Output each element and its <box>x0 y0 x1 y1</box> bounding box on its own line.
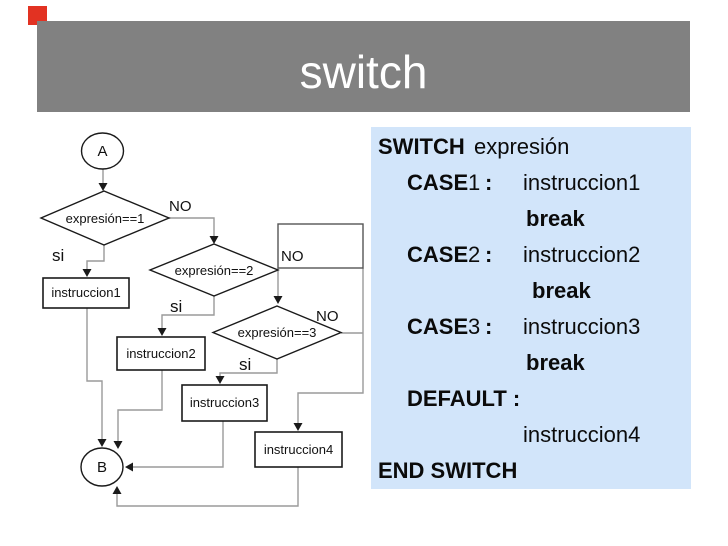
arrowhead <box>113 441 123 449</box>
decision3-diamond <box>211 305 343 360</box>
code-text: : <box>485 170 493 195</box>
arrowhead <box>112 486 122 494</box>
decision2-no-label: NO <box>281 248 304 265</box>
code-line: break <box>371 201 691 237</box>
code-text: CASE <box>407 242 469 267</box>
arrowhead <box>209 236 219 244</box>
code-text: SWITCH <box>378 134 465 159</box>
connector-decision1-no <box>169 217 215 239</box>
decision1-diamond <box>39 190 171 246</box>
action2-label: instruccion2 <box>126 346 195 361</box>
code-text: DEFAULT : <box>407 386 521 411</box>
title-bar: switch <box>37 21 690 112</box>
accent-square <box>28 6 47 25</box>
decision3-si-label: si <box>239 355 251 374</box>
empty-rectangle <box>277 223 364 269</box>
code-text: END SWITCH <box>378 458 518 483</box>
code-text: break <box>526 350 585 375</box>
decision2-label: expresión==2 <box>175 263 254 278</box>
decision2-si-label: si <box>170 297 182 316</box>
decision2-diamond <box>148 243 280 297</box>
decision1-si-label: si <box>52 246 64 265</box>
code-line: instruccion4 <box>371 417 691 453</box>
decision3-label: expresión==3 <box>238 325 317 340</box>
code-text: 1 <box>468 170 481 195</box>
decision3-no-label: NO <box>316 308 339 325</box>
connector-action4-to-end <box>116 467 299 507</box>
arrowhead <box>97 439 107 447</box>
decision1-no-label: NO <box>169 198 192 215</box>
arrowhead <box>82 269 92 277</box>
code-text: instruccion4 <box>523 422 641 447</box>
code-line: SWITCH expresión <box>371 129 691 165</box>
end-node-label: B <box>97 459 107 476</box>
code-text: CASE <box>407 314 469 339</box>
connector-decision3-no-to-action4 <box>297 268 364 426</box>
action1-box <box>42 277 130 309</box>
code-text: expresión <box>474 134 570 159</box>
code-line: break <box>371 345 691 381</box>
end-node <box>80 447 124 487</box>
start-node <box>80 132 125 170</box>
arrowhead <box>98 183 108 191</box>
code-text: 3 <box>468 314 481 339</box>
connector-action2-to-end <box>117 370 163 444</box>
connector-decision1-si <box>86 245 105 272</box>
connector-action3-to-end <box>130 421 224 468</box>
code-text: instruccion1 <box>523 170 641 195</box>
flowchart-diagram: A expresión==1 expresión==2 expresión==3… <box>39 132 364 507</box>
code-text: : <box>485 314 493 339</box>
decision1-label: expresión==1 <box>66 211 145 226</box>
arrowhead <box>157 328 167 336</box>
connector-action1-to-end <box>86 308 103 442</box>
arrowhead <box>293 423 303 431</box>
code-text: break <box>532 278 591 303</box>
code-text: instruccion3 <box>523 314 641 339</box>
code-line: DEFAULT : <box>371 381 691 417</box>
code-line: END SWITCH <box>371 453 691 489</box>
action3-label: instruccion3 <box>190 395 259 410</box>
arrowhead <box>273 296 283 304</box>
arrowhead <box>215 376 225 384</box>
code-text: CASE <box>407 170 469 195</box>
slide-title: switch <box>299 45 428 98</box>
arrowhead <box>125 462 133 472</box>
action1-label: instruccion1 <box>51 285 120 300</box>
start-node-label: A <box>97 143 107 160</box>
code-line: break <box>371 273 691 309</box>
code-text: : <box>485 242 493 267</box>
action3-box <box>181 384 268 422</box>
code-text: instruccion2 <box>523 242 641 267</box>
action4-box <box>254 431 343 468</box>
action4-label: instruccion4 <box>264 442 333 457</box>
code-text: break <box>526 206 585 231</box>
action2-box <box>116 336 206 371</box>
connector-decision2-si <box>161 296 215 331</box>
code-text: 2 <box>468 242 481 267</box>
